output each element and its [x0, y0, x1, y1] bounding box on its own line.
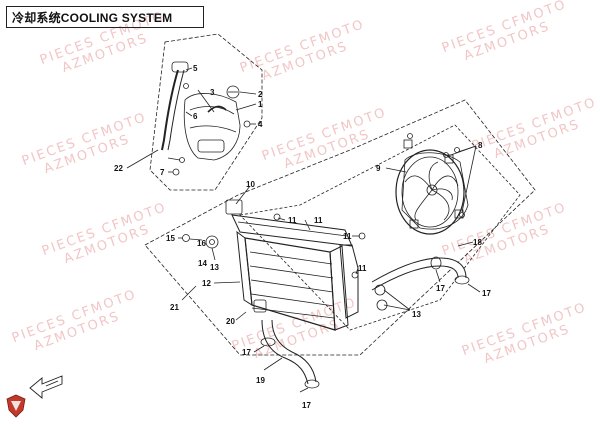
callout-6: 6 [193, 112, 198, 121]
callout-9: 9 [376, 164, 381, 173]
shield-logo-icon [6, 394, 26, 418]
callout-17d: 17 [302, 401, 311, 410]
callout-11d: 11 [358, 264, 367, 273]
title-box [6, 6, 204, 28]
callout-14: 14 [198, 259, 207, 268]
callout-8: 8 [478, 141, 483, 150]
callout-19: 19 [256, 376, 265, 385]
callout-15: 15 [166, 234, 175, 243]
callout-18: 18 [473, 238, 482, 247]
callout-11: 11 [288, 216, 297, 225]
reservoir-group-frame [149, 33, 263, 191]
callout-11b: 11 [314, 216, 323, 225]
callout-13b: 13 [210, 263, 219, 272]
radiator-core [225, 199, 353, 331]
callout-2: 2 [258, 90, 263, 99]
callout-17c: 17 [242, 348, 251, 357]
callout-17b: 17 [482, 289, 491, 298]
radiator-bracket [339, 244, 359, 319]
callout-17: 17 [436, 284, 445, 293]
grommet [205, 235, 219, 249]
callout-12: 12 [202, 279, 211, 288]
callout-13: 13 [412, 310, 421, 319]
tube-clamp [171, 61, 189, 73]
lower-hose [261, 319, 309, 385]
callout-20: 20 [226, 317, 235, 326]
radiator-group-frame [144, 99, 536, 356]
callout-10: 10 [246, 180, 255, 189]
overflow-tube [161, 69, 179, 151]
callout-1: 1 [258, 100, 263, 109]
callout-16: 16 [197, 239, 206, 248]
forward-arrow-icon [29, 375, 63, 399]
callout-21: 21 [170, 303, 179, 312]
callout-22: 22 [114, 164, 123, 173]
reservoir-cap [226, 85, 240, 99]
page-title: 冷却系统COOLING SYSTEM [12, 11, 173, 25]
callout-11c: 11 [343, 232, 352, 241]
bolt [182, 234, 190, 242]
callout-4: 4 [258, 120, 263, 129]
callout-5: 5 [193, 64, 198, 73]
callout-3: 3 [210, 88, 215, 97]
reservoir-tank [183, 93, 241, 161]
fan-assembly [395, 139, 469, 235]
callout-7: 7 [160, 168, 165, 177]
upper-hose [368, 258, 466, 289]
